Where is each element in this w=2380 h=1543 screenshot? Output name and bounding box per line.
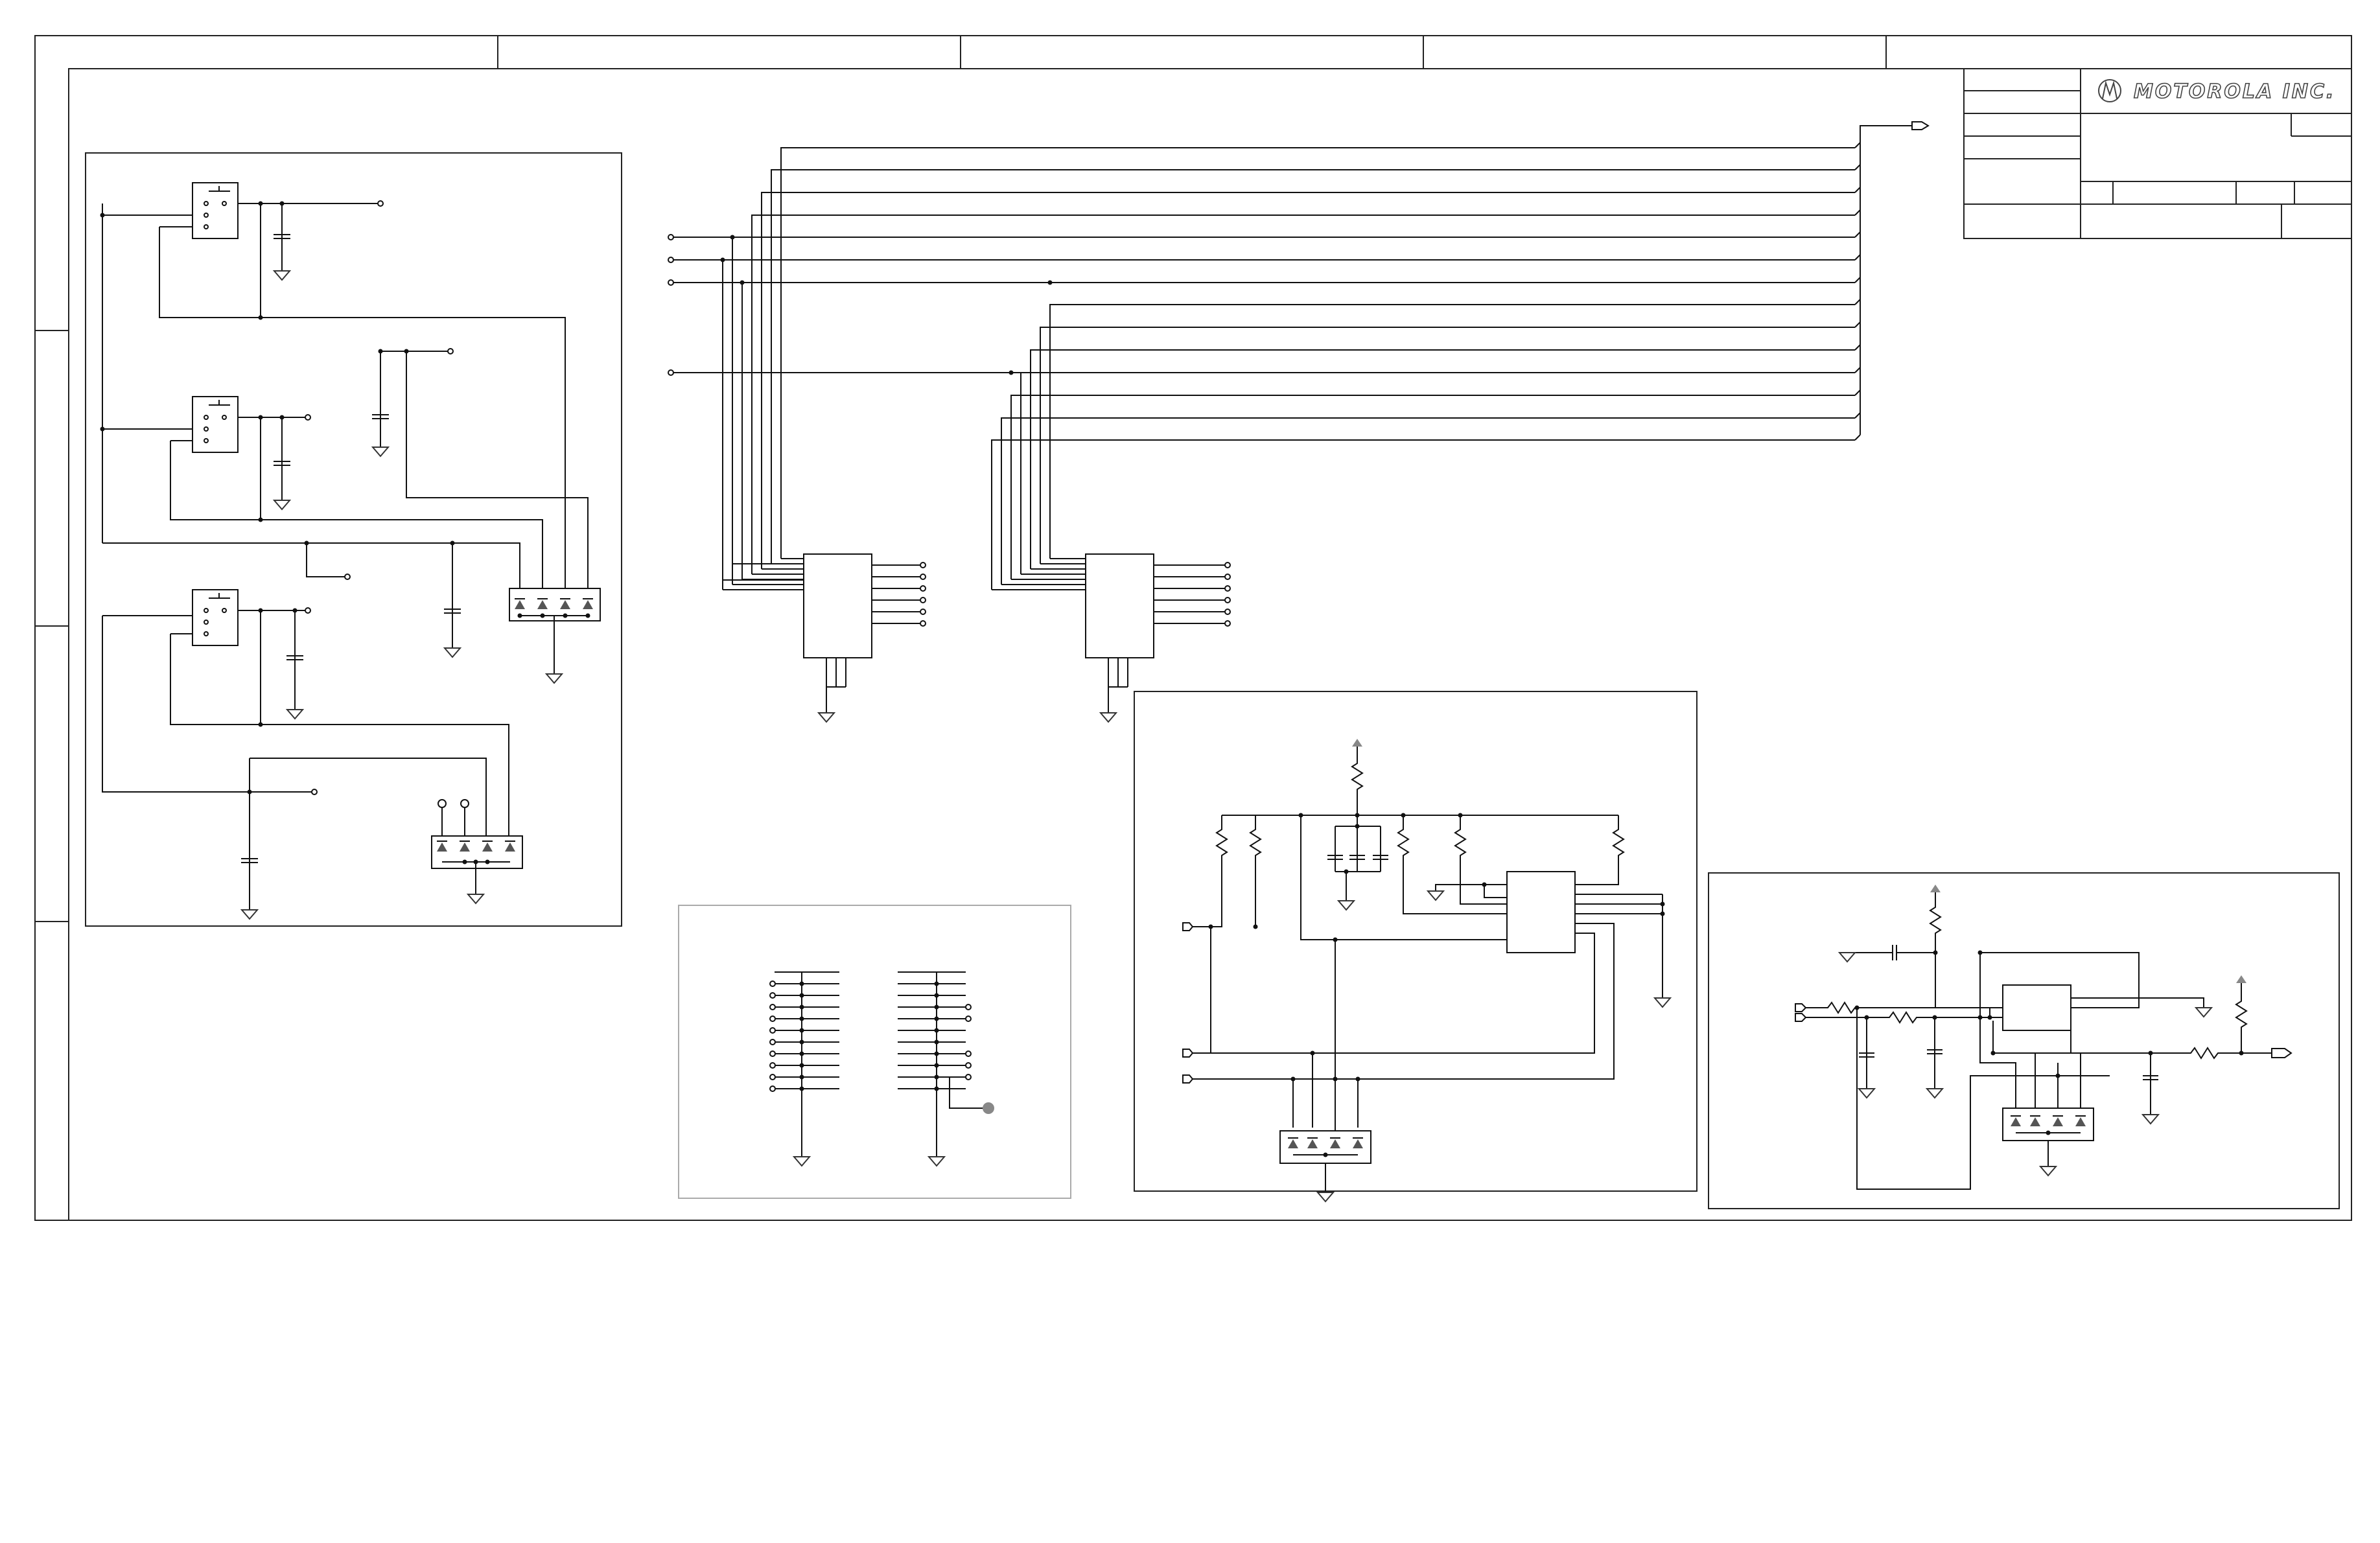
- ground-symbol: [242, 910, 257, 919]
- tvs-diode-array-3: [1280, 1131, 1371, 1163]
- ground-symbol: [1859, 1089, 1874, 1098]
- driver-circuit-panel: [1134, 691, 1697, 1192]
- ground-symbol: [1338, 901, 1354, 910]
- ground-symbol: [445, 648, 460, 657]
- signal-bus: [668, 122, 1928, 590]
- ground-symbol: [468, 894, 484, 903]
- offpage-pin: [305, 414, 311, 421]
- drawing-frame: [35, 36, 2351, 1220]
- offpage-pin: [311, 789, 318, 795]
- ground-symbol: [819, 713, 834, 722]
- ground-symbol: [1318, 1192, 1333, 1201]
- ground-symbol: [546, 674, 562, 683]
- ground-symbol: [274, 271, 290, 280]
- ground-symbol: [794, 1157, 810, 1166]
- ground-symbol: [2196, 1008, 2211, 1017]
- ground-symbol: [274, 500, 290, 509]
- title-block: MOTOROLA INC.: [1964, 69, 2351, 238]
- offpage-pin: [344, 574, 351, 580]
- pushbutton-switch-3: [192, 590, 238, 645]
- ground-symbol: [1927, 1089, 1942, 1098]
- ground-symbol: [929, 1157, 944, 1166]
- driver-ic: [1507, 872, 1575, 953]
- amplifier-circuit-panel: [1709, 873, 2339, 1209]
- pushbutton-switch-1: [192, 183, 238, 238]
- ground-symbol: [1101, 713, 1116, 722]
- offpage-pin: [377, 200, 384, 207]
- offpage-pins: [305, 200, 454, 795]
- ground-symbols: [242, 271, 2211, 1201]
- ground-symbol: [1655, 998, 1670, 1007]
- buffer-ic-2: [1086, 554, 1231, 713]
- ground-symbol: [373, 447, 388, 456]
- buffer-ic-1: [804, 554, 926, 713]
- pushbutton-switch-2: [192, 397, 238, 452]
- company-logo-text: MOTOROLA INC.: [2134, 80, 2335, 103]
- ground-symbol: [1428, 891, 1443, 900]
- ground-symbol: [287, 710, 303, 719]
- tvs-diode-array-2: [432, 836, 522, 868]
- amplifier-ic: [2003, 985, 2071, 1030]
- ground-symbol: [1839, 953, 1855, 962]
- motorola-batwing-icon: [2098, 79, 2121, 102]
- switch-circuits-panel: [86, 153, 622, 926]
- ground-symbol: [2143, 1115, 2158, 1124]
- offpage-pin: [447, 348, 454, 354]
- connector-panel: [679, 905, 1071, 1198]
- tvs-diode-array-4: [2003, 1108, 2094, 1141]
- ground-symbol: [2040, 1166, 2056, 1176]
- offpage-pin: [305, 607, 311, 614]
- tvs-diode-array-1: [509, 588, 600, 621]
